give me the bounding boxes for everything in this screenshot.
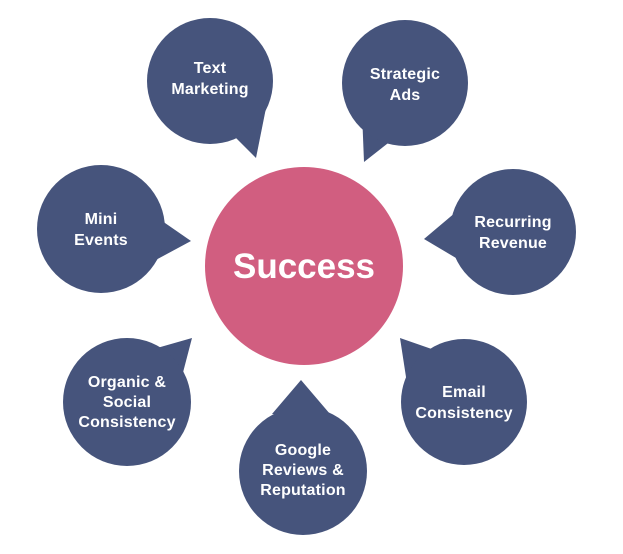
bubble-strategic-ads-line-1: Strategic	[370, 66, 440, 83]
bubble-recurring-revenue-circle	[450, 169, 576, 295]
bubble-email-consistency-circle	[401, 339, 527, 465]
bubble-text-marketing-line-2: Marketing	[171, 81, 248, 98]
bubble-mini-events-line-1: Mini	[85, 211, 118, 228]
bubble-mini-events-circle	[37, 165, 165, 293]
center-label: Success	[233, 247, 375, 286]
bubble-recurring-revenue: Recurring Revenue	[424, 169, 576, 295]
bubble-google-reviews: Google Reviews & Reputation	[239, 380, 367, 535]
bubble-organic-social-line-3: Consistency	[78, 414, 175, 431]
bubble-text-marketing-line-1: Text	[194, 60, 227, 77]
bubble-organic-social-circle	[63, 338, 191, 466]
bubble-strategic-ads: Strategic Ads	[342, 20, 468, 162]
bubble-organic-social: Organic & Social Consistency	[63, 338, 192, 466]
bubble-google-reviews-circle	[239, 407, 367, 535]
bubble-text-marketing-circle	[147, 18, 273, 144]
bubble-mini-events-line-2: Events	[74, 232, 128, 249]
center-circle	[205, 167, 403, 365]
bubble-strategic-ads-line-2: Ads	[390, 87, 421, 104]
bubble-mini-events: Mini Events	[37, 165, 191, 293]
bubble-email-consistency-line-1: Email	[442, 384, 486, 401]
bubble-recurring-revenue-line-2: Revenue	[479, 235, 547, 252]
bubble-organic-social-line-1: Organic &	[88, 374, 167, 391]
bubble-recurring-revenue-tail	[424, 212, 456, 258]
bubble-text-marketing: Text Marketing	[147, 18, 273, 158]
bubble-google-reviews-tail	[272, 380, 330, 414]
bubble-organic-social-line-2: Social	[103, 394, 151, 411]
bubble-google-reviews-line-2: Reviews &	[262, 462, 344, 479]
bubble-recurring-revenue-line-1: Recurring	[474, 214, 551, 231]
bubble-email-consistency: Email Consistency	[400, 338, 527, 465]
bubble-google-reviews-line-3: Reputation	[260, 482, 346, 499]
bubble-google-reviews-line-1: Google	[275, 442, 331, 459]
bubble-strategic-ads-circle	[342, 20, 468, 146]
bubble-email-consistency-line-2: Consistency	[415, 405, 512, 422]
